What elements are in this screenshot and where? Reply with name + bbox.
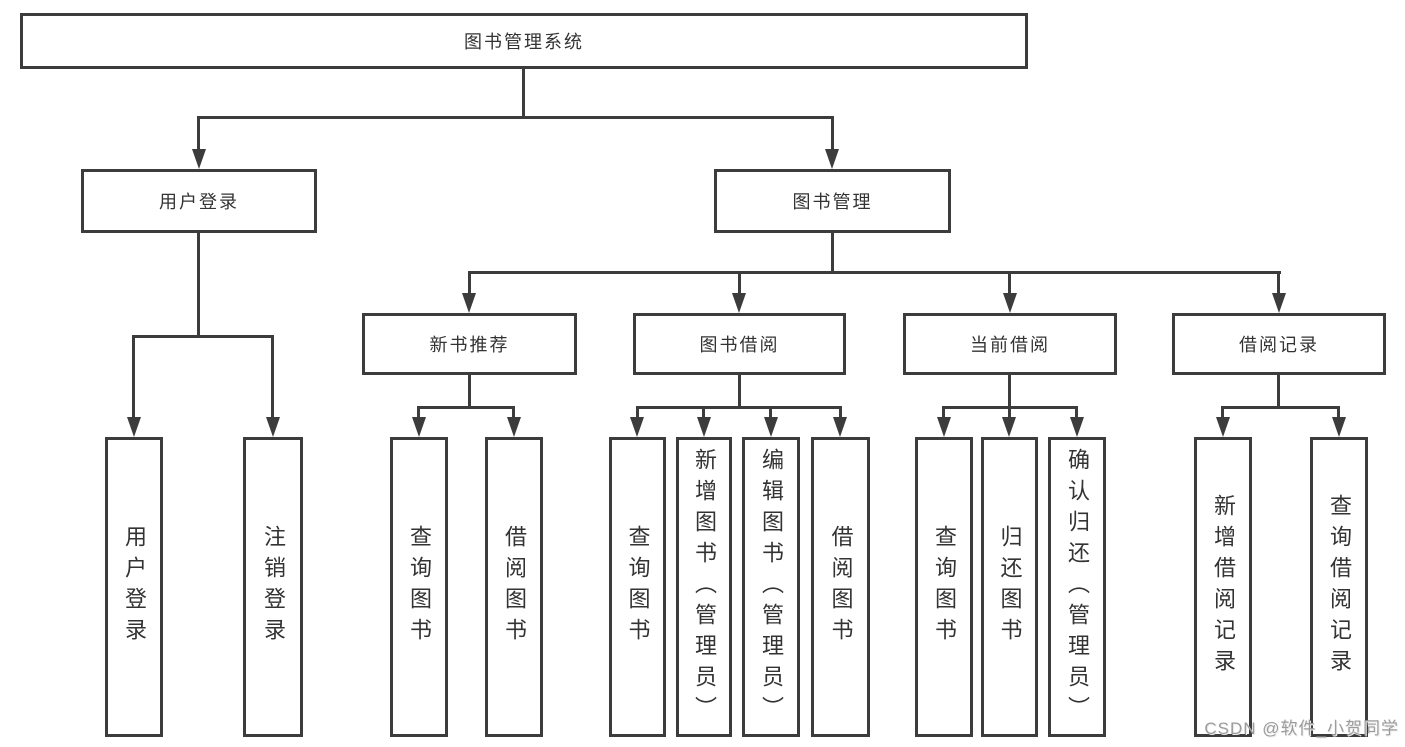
connector-line (197, 116, 834, 119)
node-label: 图书管理系统 (464, 32, 584, 52)
connector-line (1008, 375, 1011, 408)
connector-line (197, 233, 200, 337)
connector-line (1075, 406, 1078, 419)
connector-line (769, 406, 772, 419)
node-book-management: 图书管理 (714, 169, 951, 233)
node-library-management-system: 图书管理系统 (20, 13, 1028, 69)
connector-line (1221, 406, 1224, 419)
connector-line (831, 116, 834, 149)
leaf-label: 新增图书（管理员） (692, 447, 717, 727)
arrow-down-icon (462, 293, 476, 313)
arrow-down-icon (833, 417, 847, 437)
connector-line (468, 375, 471, 408)
connector-line (132, 335, 135, 417)
leaf-label: 用户登录 (122, 525, 147, 649)
node-label: 借阅记录 (1239, 335, 1319, 355)
arrow-down-icon (732, 293, 746, 313)
leaf-label: 归还图书 (997, 525, 1023, 649)
leaf-add-borrow-record: 新增借阅记录 (1194, 437, 1252, 737)
connector-line (636, 406, 639, 419)
connector-line (271, 335, 274, 417)
node-label: 新书推荐 (429, 335, 510, 355)
arrow-down-icon (1216, 417, 1230, 437)
connector-line (417, 406, 420, 419)
leaf-label: 确认归还（管理员） (1065, 447, 1090, 727)
node-user-login: 用户登录 (81, 169, 317, 233)
connector-line (636, 406, 842, 409)
connector-line (1008, 271, 1011, 293)
leaf-label: 编辑图书（管理员） (759, 447, 784, 727)
arrow-down-icon (1272, 293, 1286, 313)
arrow-down-icon (266, 417, 280, 437)
connector-line (522, 69, 525, 119)
connector-line (702, 406, 705, 419)
connector-line (1277, 375, 1280, 408)
arrow-down-icon (1332, 417, 1346, 437)
node-label: 用户登录 (159, 192, 239, 212)
arrow-down-icon (825, 149, 839, 169)
connector-line (197, 116, 200, 149)
connector-line (738, 375, 741, 408)
leaf-label: 新增借阅记录 (1211, 494, 1236, 680)
node-label: 图书管理 (792, 192, 873, 212)
node-new-book-recommendation: 新书推荐 (362, 313, 577, 375)
leaf-add-books-admin: 新增图书（管理员） (676, 437, 732, 737)
csdn-watermark: CSDN @软件_小贺同学 (1204, 719, 1399, 738)
leaf-confirm-return-admin: 确认归还（管理员） (1048, 437, 1106, 737)
connector-line (1221, 406, 1340, 409)
connector-line (132, 335, 274, 338)
leaf-return-books: 归还图书 (981, 437, 1038, 737)
connector-line (738, 271, 741, 293)
node-borrowing-records: 借阅记录 (1172, 313, 1386, 375)
leaf-query-books-2: 查询图书 (609, 437, 666, 737)
arrow-down-icon (764, 417, 778, 437)
leaf-label: 借阅图书 (502, 525, 527, 649)
connector-line (1277, 271, 1280, 293)
leaf-edit-books-admin: 编辑图书（管理员） (742, 437, 800, 737)
leaf-query-borrow-record: 查询借阅记录 (1310, 437, 1368, 737)
arrow-down-icon (697, 417, 711, 437)
leaf-label: 查询图书 (932, 525, 957, 649)
connector-line (942, 406, 945, 419)
leaf-query-books-1: 查询图书 (390, 437, 448, 737)
connector-line (512, 406, 515, 419)
connector-line (1337, 406, 1340, 419)
arrow-down-icon (1003, 293, 1017, 313)
arrow-down-icon (507, 417, 521, 437)
leaf-user-login: 用户登录 (105, 437, 163, 737)
connector-line (831, 233, 834, 273)
leaf-label: 查询图书 (407, 525, 432, 649)
node-book-borrowing: 图书借阅 (633, 313, 846, 375)
leaf-label: 查询图书 (625, 525, 651, 649)
arrow-down-icon (192, 149, 206, 169)
leaf-logout: 注销登录 (243, 437, 303, 737)
node-label: 当前借阅 (970, 335, 1050, 355)
arrow-down-icon (1070, 417, 1084, 437)
leaf-label: 注销登录 (261, 525, 286, 649)
connector-line (468, 271, 471, 293)
connector-line (839, 406, 842, 419)
leaf-query-books-3: 查询图书 (915, 437, 973, 737)
connector-line (1008, 406, 1011, 419)
connector-line (468, 271, 1281, 274)
arrow-down-icon (630, 417, 644, 437)
arrow-down-icon (127, 417, 141, 437)
arrow-down-icon (937, 417, 951, 437)
leaf-label: 查询借阅记录 (1327, 494, 1352, 680)
connector-line (417, 406, 515, 409)
arrow-down-icon (1002, 417, 1016, 437)
node-current-borrowing: 当前借阅 (903, 313, 1117, 375)
node-label: 图书借阅 (699, 335, 780, 355)
leaf-borrow-books-2: 借阅图书 (811, 437, 870, 737)
leaf-label: 借阅图书 (828, 525, 854, 649)
arrow-down-icon (412, 417, 426, 437)
leaf-borrow-books-1: 借阅图书 (485, 437, 543, 737)
